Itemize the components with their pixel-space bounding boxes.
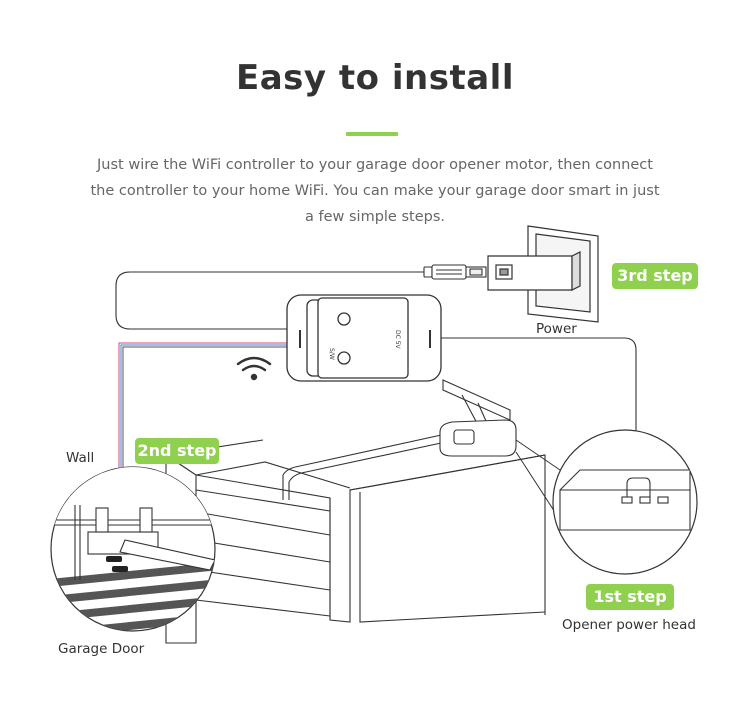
wifi-icon <box>236 356 272 381</box>
power-adapter-icon <box>487 225 599 323</box>
step-3-badge: 3rd step <box>612 263 698 289</box>
controller-port-right: DC 5V <box>394 330 401 350</box>
description-text: Just wire the WiFi controller to your ga… <box>90 157 660 225</box>
opener-power-head-zoom <box>552 429 698 575</box>
usb-cable-icon <box>423 264 487 280</box>
controller-port-left: S/W <box>328 348 335 360</box>
zoom-callout <box>515 439 561 521</box>
step-2-badge: 2nd step <box>135 438 219 464</box>
opener-motor <box>439 379 517 457</box>
garage-structure <box>165 431 546 644</box>
power-cable <box>115 271 424 330</box>
wall-zoom <box>50 466 216 632</box>
opener-wire <box>440 337 637 490</box>
power-label: Power <box>536 321 577 337</box>
wall-label: Wall <box>66 450 95 466</box>
garage-door-label: Garage Door <box>58 641 145 657</box>
title-accent-bar <box>346 132 398 136</box>
step-1-badge: 1st step <box>586 584 674 610</box>
opener-power-head-label: Opener power head <box>562 617 696 633</box>
page-title: Easy to install <box>236 58 514 98</box>
wifi-controller <box>286 294 442 382</box>
